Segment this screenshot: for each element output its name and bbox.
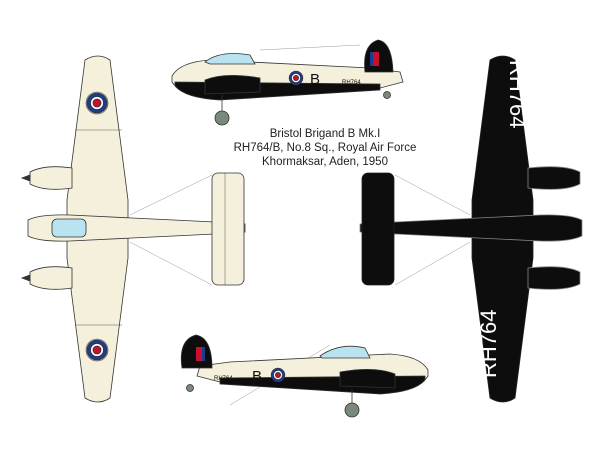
side-serial-bottom: RH764 (214, 376, 233, 382)
plan-view-upper (20, 55, 246, 403)
fuselage-roundel-bottom (270, 367, 286, 383)
roundel-upper-wing-top (85, 91, 109, 115)
caption-location: Khormaksar, Aden, 1950 (262, 156, 388, 168)
plan-view-under (359, 55, 583, 403)
side-serial-top: RH764 (342, 80, 361, 86)
caption-unit: RH764/B, No.8 Sq., Royal Air Force (233, 142, 417, 154)
roundel-upper-wing-bottom (85, 338, 109, 362)
fuselage-roundel-top (288, 70, 304, 86)
under-wing-serial-top: RH764 (505, 60, 530, 128)
caption-type: Bristol Brigand B Mk.I (269, 128, 381, 140)
side-view-port (180, 334, 429, 418)
code-letter-bottom: B (252, 368, 262, 385)
aircraft-caption: Bristol Brigand B Mk.I RH764/B, No.8 Sq.… (225, 127, 425, 169)
under-wing-serial-bottom: RH764 (476, 310, 501, 378)
side-view-starboard (171, 39, 404, 126)
code-letter-top: B (310, 71, 320, 88)
